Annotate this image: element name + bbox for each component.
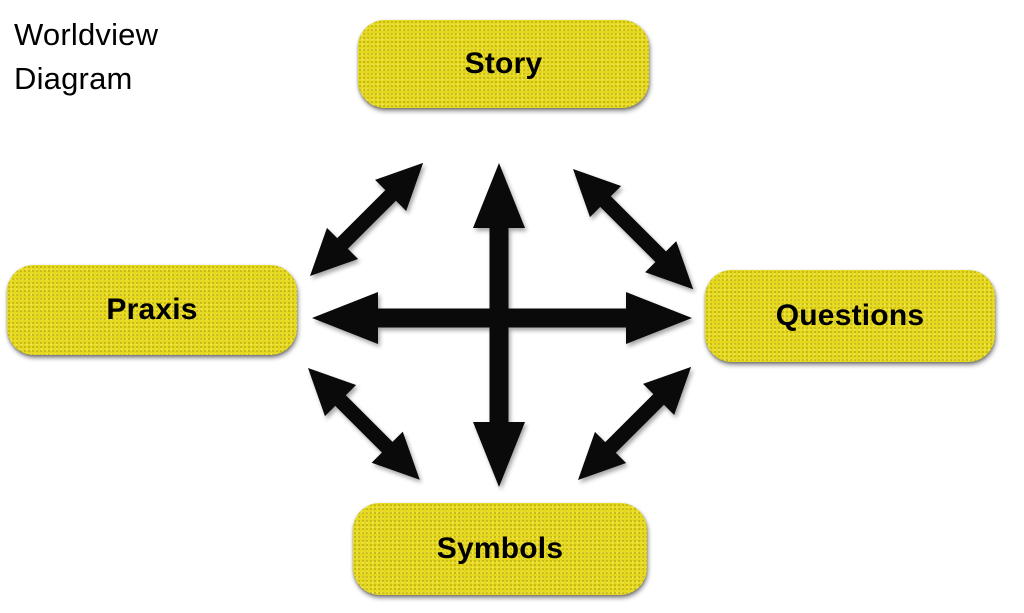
node-praxis: Praxis [7, 265, 297, 355]
node-symbols: Symbols [353, 503, 647, 595]
double-arrow-praxis-questions-icon [312, 292, 692, 344]
node-story: Story [358, 20, 649, 108]
node-questions: Questions [705, 270, 995, 362]
page-title: Worldview Diagram [14, 17, 159, 96]
node-story-label: Story [464, 47, 543, 80]
node-questions-label: Questions [775, 299, 925, 332]
double-arrow-praxis-symbols-icon [308, 368, 420, 480]
node-symbols-label: Symbols [436, 532, 564, 565]
node-praxis-label: Praxis [106, 293, 198, 326]
double-arrow-praxis-story-icon [310, 162, 424, 276]
double-arrow-story-questions-icon [573, 169, 694, 290]
double-arrow-symbols-questions-icon [578, 366, 692, 480]
